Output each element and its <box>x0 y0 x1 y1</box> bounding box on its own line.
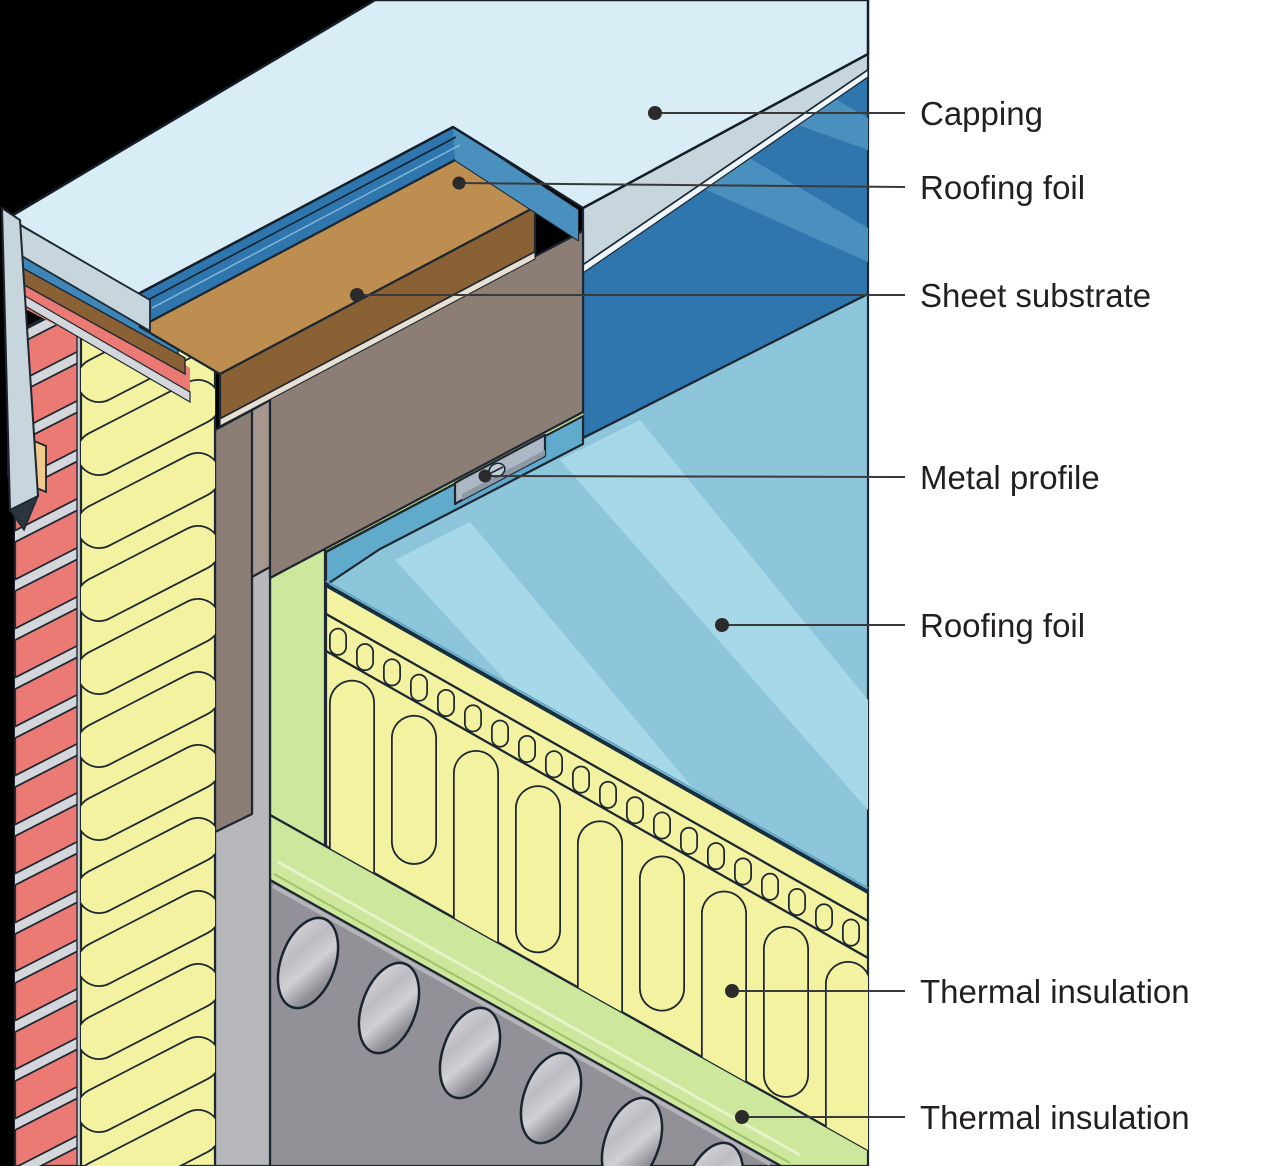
leader-roofing-foil-top <box>458 182 906 188</box>
label-capping: Capping <box>920 95 1043 132</box>
callouts <box>357 112 906 1118</box>
drip-kick <box>8 494 40 532</box>
green-highlight-line <box>277 860 801 1157</box>
dot-capping <box>648 106 662 120</box>
label-roofing-foil-field: Roofing foil <box>920 607 1085 644</box>
label-metal-profile: Metal profile <box>920 459 1100 496</box>
parapet-wall-edge-highlight <box>250 398 272 579</box>
dot-metal-profile <box>478 469 492 483</box>
label-thermal-2: Thermal insulation <box>920 1099 1190 1136</box>
dot-thermal-1 <box>725 984 739 998</box>
capping-left-drip <box>0 206 47 532</box>
callout-dots <box>350 106 749 1124</box>
label-thermal-1: Thermal insulation <box>920 973 1190 1010</box>
wall-insulation <box>79 251 217 1166</box>
label-sheet-substrate: Sheet substrate <box>920 277 1151 314</box>
insulation-squiggle-pattern <box>329 627 860 947</box>
dot-roofing-foil-field <box>715 618 729 632</box>
label-roofing-foil-top: Roofing foil <box>920 169 1085 206</box>
thermal-insulation-roof <box>324 583 870 1152</box>
parapet-wall-cut-face <box>213 408 254 834</box>
leader-metal-profile <box>484 475 906 478</box>
dot-roofing-foil-top <box>452 176 466 190</box>
concrete-slab <box>268 878 783 1166</box>
labels: Capping Roofing foil Sheet substrate Met… <box>920 95 1190 1136</box>
green-shade-line <box>273 873 791 1164</box>
dot-sheet-substrate <box>350 288 364 302</box>
dot-thermal-2 <box>735 1110 749 1124</box>
foil-field-edge <box>325 580 869 894</box>
